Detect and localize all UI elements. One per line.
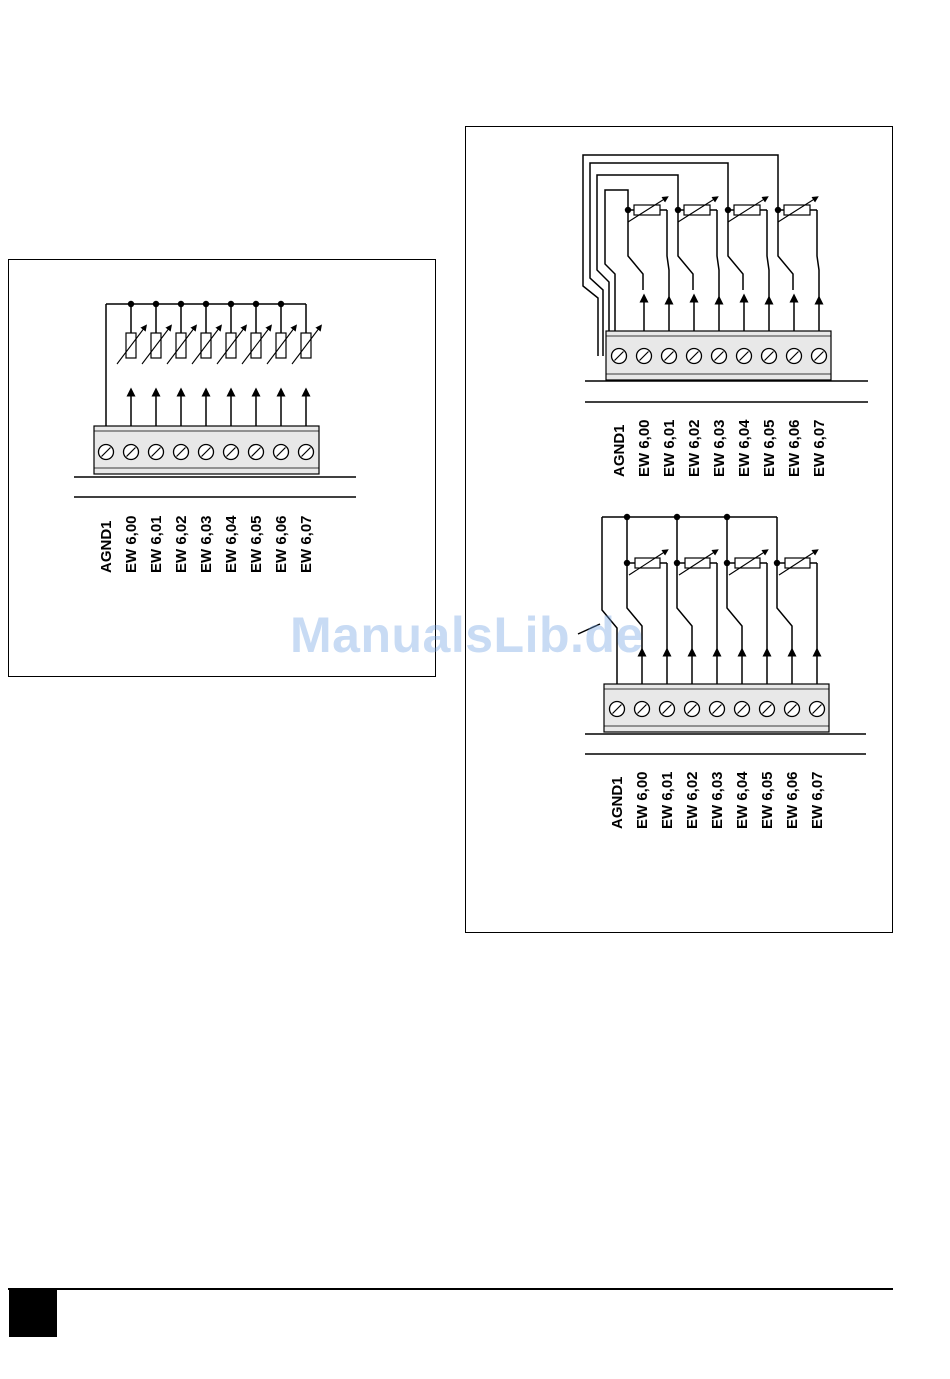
wiper-wire bbox=[678, 210, 693, 290]
right-top-label-1: EW 6,00 bbox=[636, 419, 653, 477]
return-wire-3 bbox=[590, 163, 728, 356]
page-tab-marker bbox=[9, 1289, 57, 1337]
left-label-4: EW 6,03 bbox=[198, 515, 215, 573]
left-label-0: AGND1 bbox=[98, 520, 115, 573]
pot-output-wire bbox=[667, 210, 669, 300]
right-top-label-3: EW 6,02 bbox=[686, 419, 703, 477]
left-label-7: EW 6,06 bbox=[273, 515, 290, 573]
return-wire-4 bbox=[583, 155, 778, 356]
right-top-label-5: EW 6,04 bbox=[736, 419, 753, 477]
wiper-wire bbox=[777, 563, 792, 650]
right-bottom-label-6: EW 6,05 bbox=[759, 771, 776, 829]
left-label-3: EW 6,02 bbox=[173, 515, 190, 573]
right-top-label-7: EW 6,06 bbox=[786, 419, 803, 477]
watermark: ManualsLib.de bbox=[290, 606, 644, 664]
right-top-label-0: AGND1 bbox=[611, 424, 628, 477]
left-label-8: EW 6,07 bbox=[298, 515, 315, 573]
right-bottom-label-3: EW 6,02 bbox=[684, 771, 701, 829]
right-top-wiring-diagram: AGND1 EW 6,00 EW 6,01 EW 6,02 EW 6,03 EW 6,04… bbox=[583, 155, 868, 477]
wiper-wire bbox=[728, 210, 743, 290]
right-top-label-6: EW 6,05 bbox=[761, 419, 778, 477]
right-top-label-4: EW 6,03 bbox=[711, 419, 728, 477]
left-label-5: EW 6,04 bbox=[223, 515, 240, 573]
return-wire-2 bbox=[597, 175, 678, 356]
right-top-label-8: EW 6,07 bbox=[811, 419, 828, 477]
right-bottom-label-7: EW 6,06 bbox=[784, 771, 801, 829]
footer-rule bbox=[8, 1288, 893, 1290]
pot-output-wire bbox=[817, 210, 819, 300]
right-bottom-label-1: EW 6,00 bbox=[634, 771, 651, 829]
right-bottom-label-8: EW 6,07 bbox=[809, 771, 826, 829]
right-bottom-label-2: EW 6,01 bbox=[659, 771, 676, 829]
right-top-label-2: EW 6,01 bbox=[661, 419, 678, 477]
left-label-6: EW 6,05 bbox=[248, 515, 265, 573]
wiper-wire bbox=[727, 563, 742, 650]
right-bottom-wiring-diagram: AGND1 EW 6,00 EW 6,01 EW 6,02 EW 6,03 EW 6,04… bbox=[578, 514, 866, 829]
left-label-1: EW 6,00 bbox=[123, 515, 140, 573]
right-bottom-label-4: EW 6,03 bbox=[709, 771, 726, 829]
pot-output-wire bbox=[767, 210, 769, 300]
pot-output-wire bbox=[717, 210, 719, 300]
left-label-2: EW 6,01 bbox=[148, 515, 165, 573]
wiper-wire bbox=[677, 563, 692, 650]
left-wiring-diagram: AGND1 EW 6,00 EW 6,01 EW 6,02 EW 6,03 EW 6,04… bbox=[74, 301, 356, 573]
right-bottom-label-5: EW 6,04 bbox=[734, 771, 751, 829]
wiper-wire bbox=[628, 210, 643, 290]
right-bottom-label-0: AGND1 bbox=[609, 776, 626, 829]
wiper-wire bbox=[778, 210, 793, 290]
